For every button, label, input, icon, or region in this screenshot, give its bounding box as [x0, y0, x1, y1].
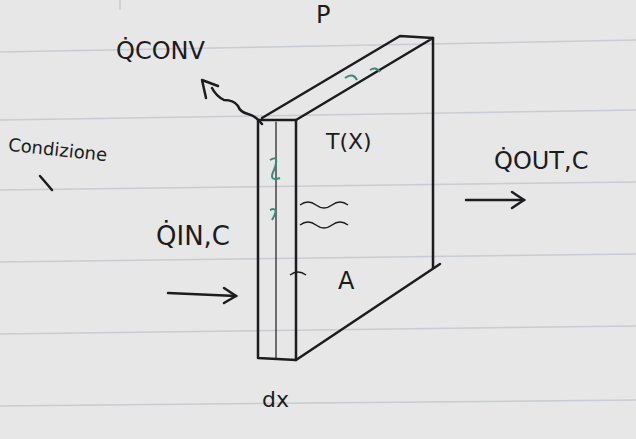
dimension-label: P: [316, 2, 330, 28]
dimension-label: dx: [262, 388, 289, 412]
slab-outline: [258, 36, 440, 360]
heat-arrows: [40, 80, 524, 303]
area-label: A: [338, 268, 354, 294]
temperature-label: T(X): [326, 130, 372, 154]
heat-label: Q̇IN,C: [156, 222, 230, 251]
heat-label: Q̇CONV: [116, 38, 205, 64]
ruled-lines: [0, 0, 636, 406]
heat-waves: [290, 202, 348, 275]
shading: [270, 68, 380, 220]
heat-label: Q̇OUT,C: [494, 148, 588, 174]
note-label: Condizione: [7, 135, 108, 165]
